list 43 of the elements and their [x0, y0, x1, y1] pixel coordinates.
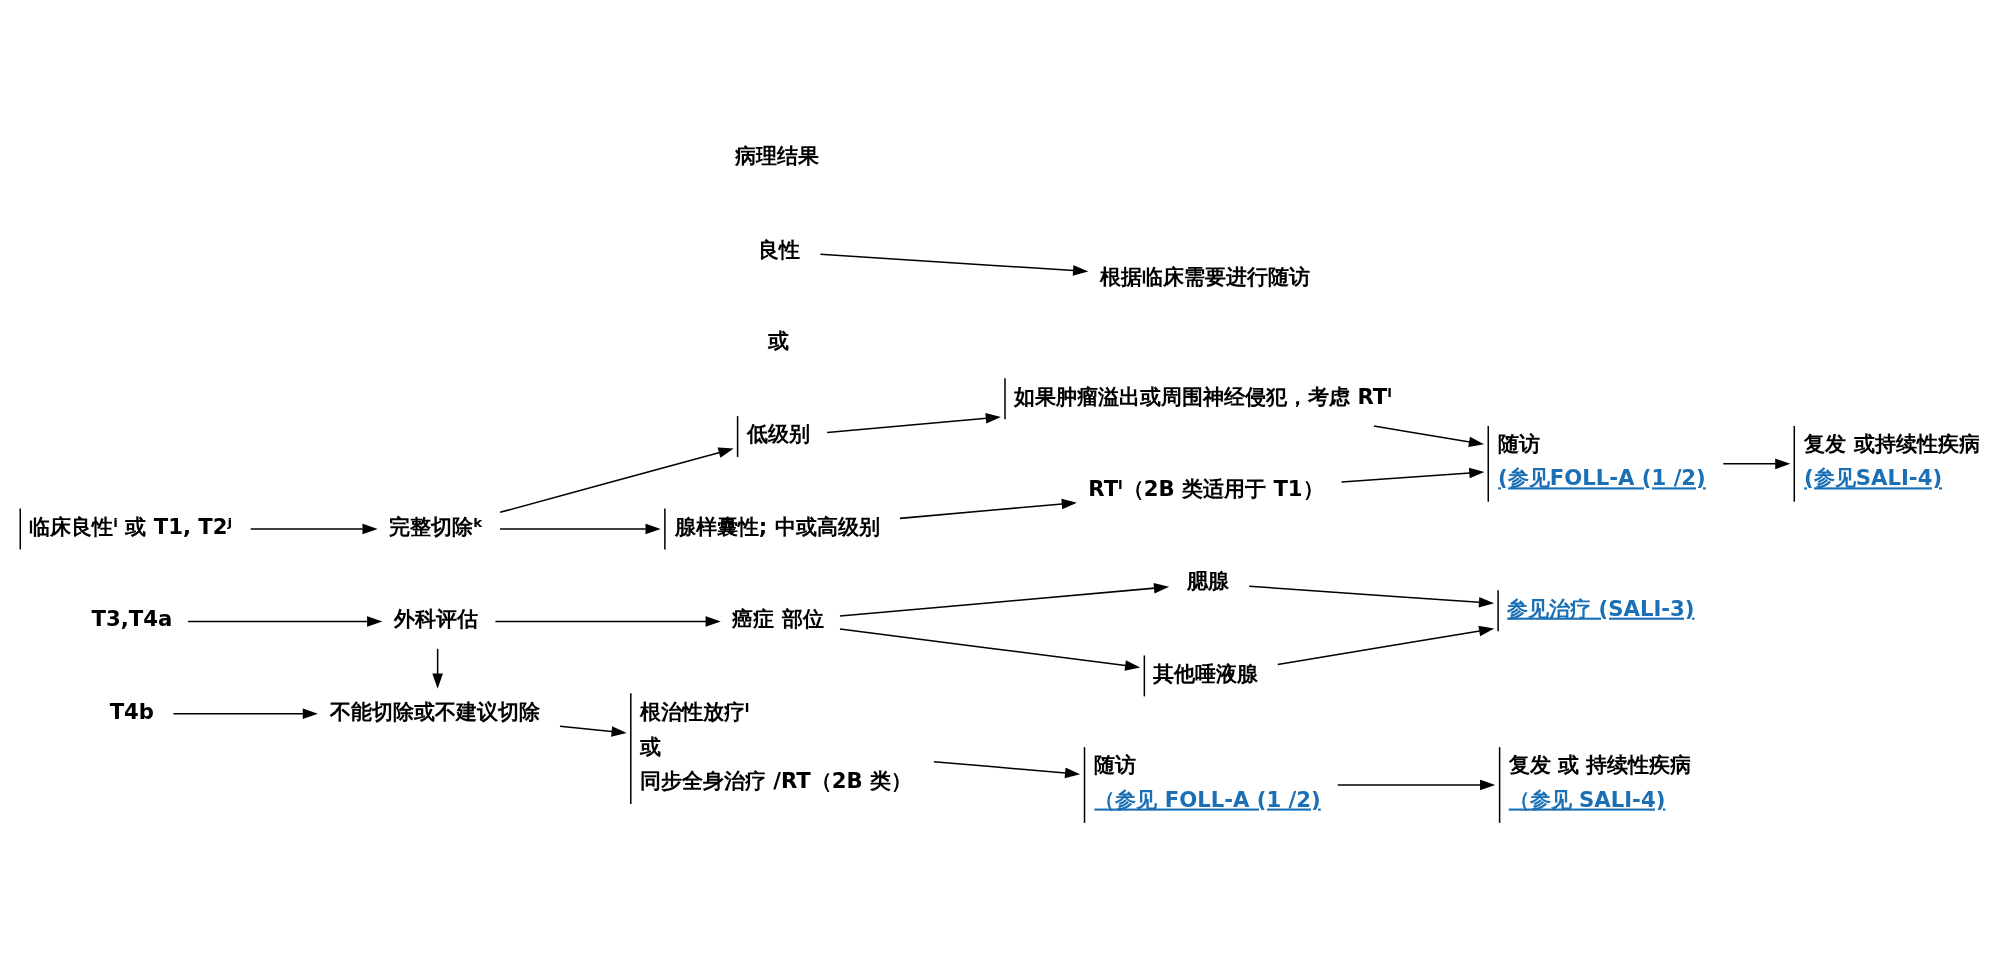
arrow	[819, 253, 1089, 276]
arrow	[1722, 458, 1791, 469]
node-text: 完整切除ᵏ	[389, 513, 484, 539]
arrow	[494, 615, 721, 627]
node-text: 根据临床需要进行随访	[1100, 263, 1311, 289]
node-text: T3,T4a	[91, 605, 173, 631]
node-text: 腮腺	[1186, 567, 1229, 593]
node-text: 不能切除或不建议切除	[330, 698, 541, 724]
arrow	[499, 447, 734, 513]
arrow	[187, 615, 383, 627]
arrow	[432, 647, 443, 689]
node-text: 其他唾液腺	[1153, 660, 1259, 686]
label: 或	[767, 327, 789, 353]
arrow	[499, 523, 661, 534]
arrow	[1276, 625, 1495, 665]
node-text: 参见治疗 (SALI-3)	[1507, 595, 1695, 621]
node-text: RTˡ（2B 类适用于 T1）	[1088, 475, 1324, 501]
node-text: 低级别	[747, 420, 811, 446]
node-text: 癌症 部位	[732, 605, 824, 631]
arrow	[826, 412, 1001, 433]
arrow	[1336, 779, 1496, 790]
arrow	[839, 582, 1170, 617]
arrow	[1340, 467, 1485, 483]
node-text: 良性	[758, 236, 801, 262]
arrow	[249, 523, 378, 534]
node-text: 复发 或持续性疾病 (参见SALI-4)	[1804, 430, 1980, 490]
arrow	[1248, 585, 1495, 608]
node-text: 腺样囊性; 中或高级别	[674, 513, 880, 539]
node-text: T4b	[109, 698, 155, 724]
node-text: 随访 （参见 FOLL-A (1 /2)	[1094, 751, 1321, 812]
arrow	[559, 725, 627, 737]
label: 病理结果	[735, 142, 820, 168]
node-text: 随访 (参见FOLL-A (1 /2)	[1498, 430, 1706, 490]
arrow	[839, 627, 1141, 671]
node-text: 根治性放疗ˡ 或 同步全身治疗 /RT（2B 类）	[639, 698, 913, 793]
node-text: 如果肿瘤溢出或周围神经侵犯，考虑 RTˡ	[1014, 383, 1392, 409]
arrow	[1373, 424, 1485, 447]
arrow	[933, 760, 1081, 778]
node-text: 外科评估	[393, 605, 478, 631]
arrow	[172, 708, 318, 719]
node-text: 复发 或 持续性疾病 （参见 SALI-4)	[1508, 751, 1692, 812]
arrow	[899, 498, 1077, 519]
node-text: 临床良性ⁱ 或 T1, T2ʲ	[29, 513, 233, 539]
